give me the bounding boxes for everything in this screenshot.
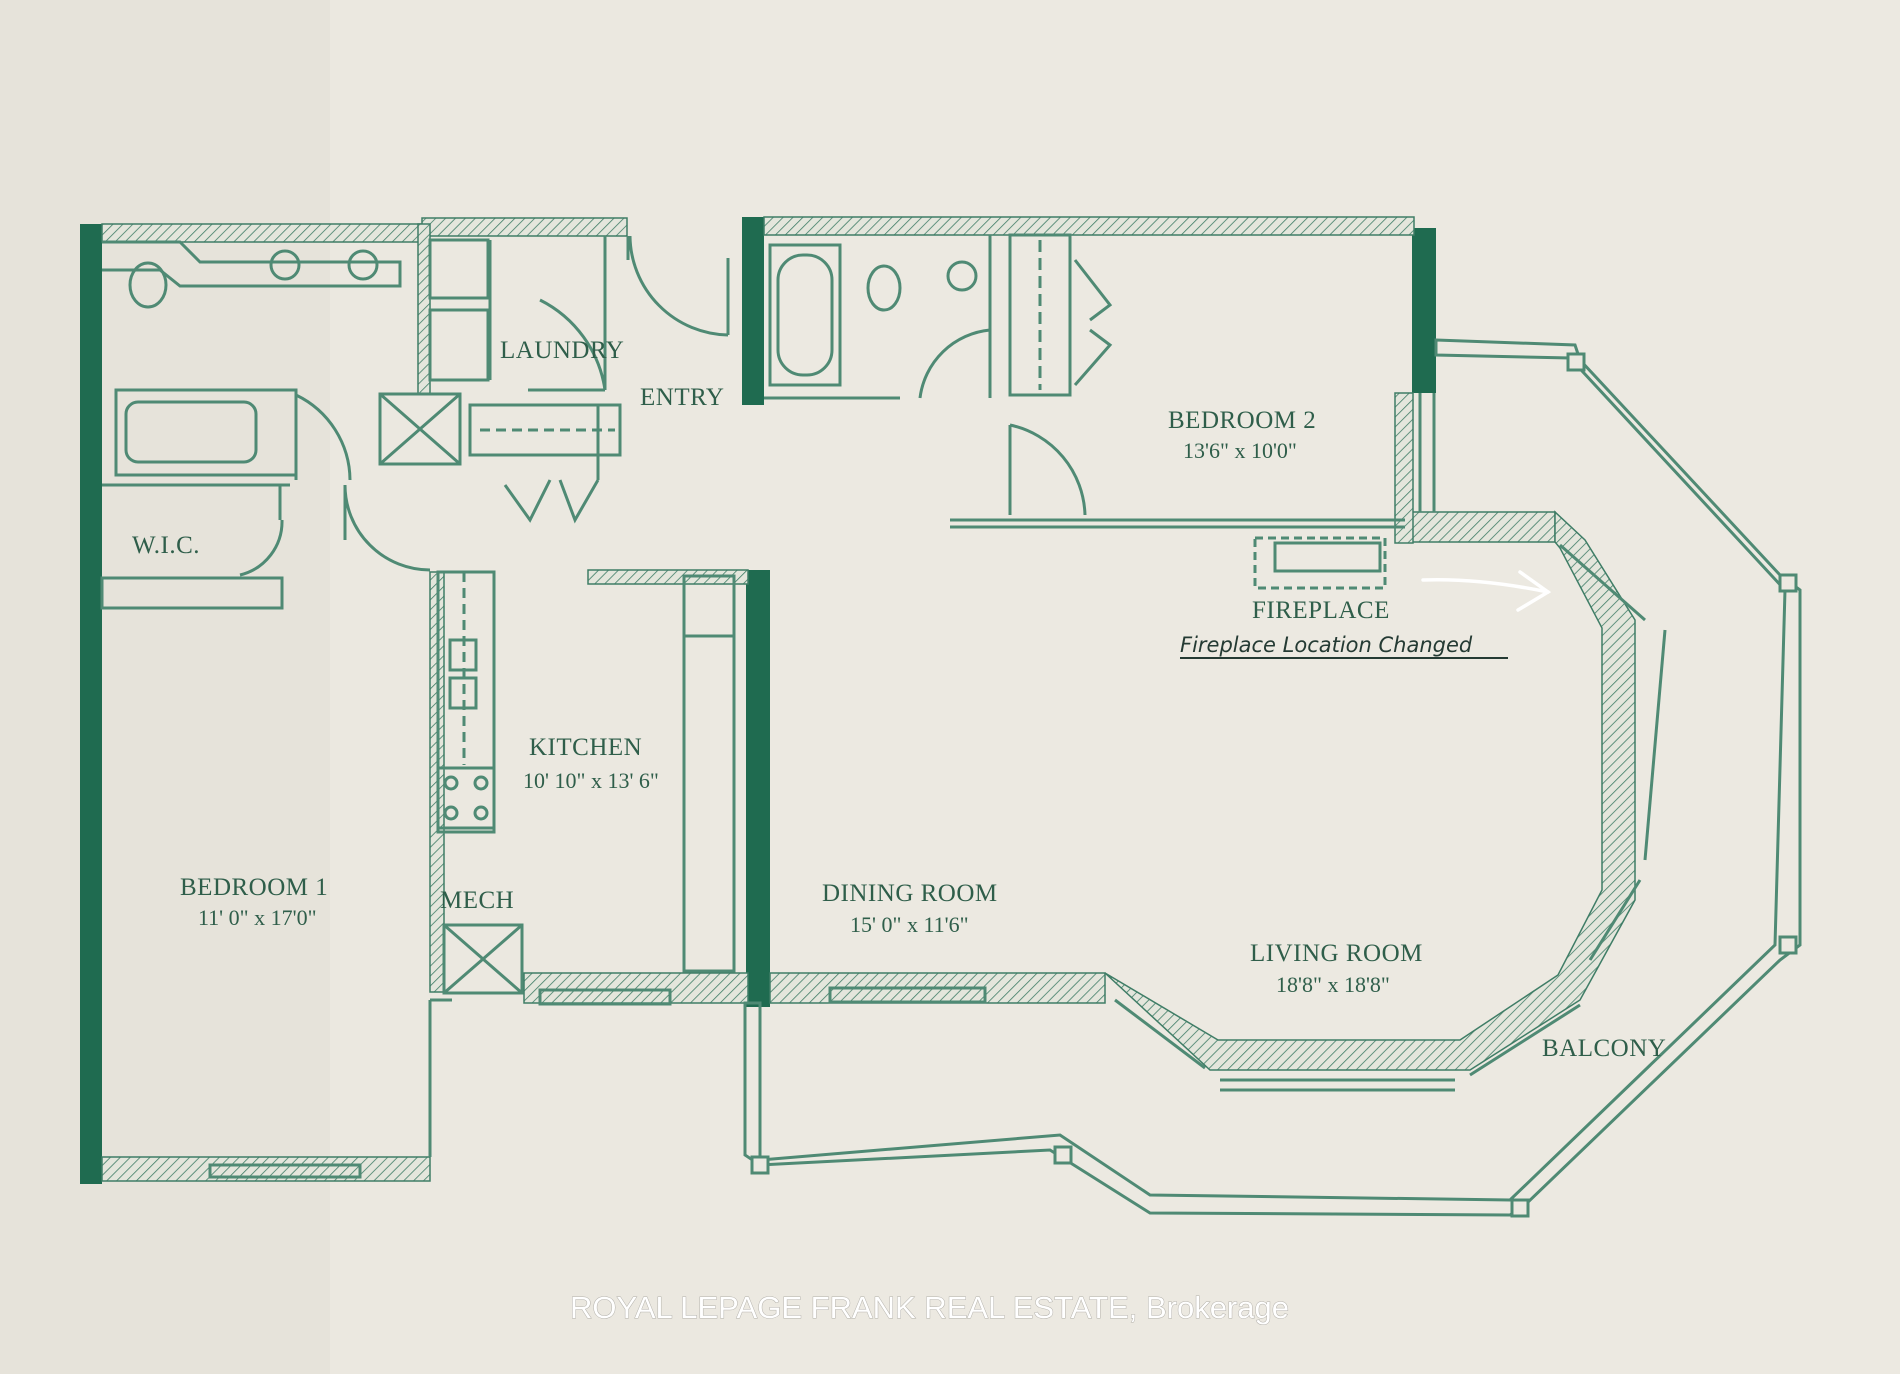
bedroom2-label: BEDROOM 2 xyxy=(1168,407,1316,434)
entry-label: ENTRY xyxy=(640,384,724,411)
wic-label: W.I.C. xyxy=(132,532,200,559)
dining-dims: 15' 0" x 11'6" xyxy=(850,912,969,937)
fireplace-note: Fireplace Location Changed xyxy=(1180,633,1473,657)
fireplace-label: FIREPLACE xyxy=(1252,597,1390,624)
bedroom1-label: BEDROOM 1 xyxy=(180,874,328,901)
arrow-right-icon xyxy=(1421,570,1552,612)
kitchen-dims: 10' 10" x 13' 6" xyxy=(523,768,659,793)
living-label: LIVING ROOM xyxy=(1250,940,1423,967)
balcony-rail xyxy=(743,338,1802,1218)
bedroom2-dims: 13'6" x 10'0" xyxy=(1183,438,1297,463)
dining-label: DINING ROOM xyxy=(822,880,998,907)
living-dims: 18'8" x 18'8" xyxy=(1276,972,1390,997)
living-room-bay xyxy=(1104,510,1667,1092)
kitchen-label: KITCHEN xyxy=(529,734,642,761)
dark-walls xyxy=(80,217,1436,1184)
laundry-label: LAUNDRY xyxy=(500,337,624,364)
brokerage-watermark: ROYAL LEPAGE FRANK REAL ESTATE, Brokerag… xyxy=(570,1290,1289,1325)
balcony-label: BALCONY xyxy=(1542,1035,1666,1062)
bedroom1-dims: 11' 0" x 17'0" xyxy=(198,905,317,930)
thin-walls xyxy=(100,233,1436,1179)
mech-label: MECH xyxy=(440,887,514,914)
